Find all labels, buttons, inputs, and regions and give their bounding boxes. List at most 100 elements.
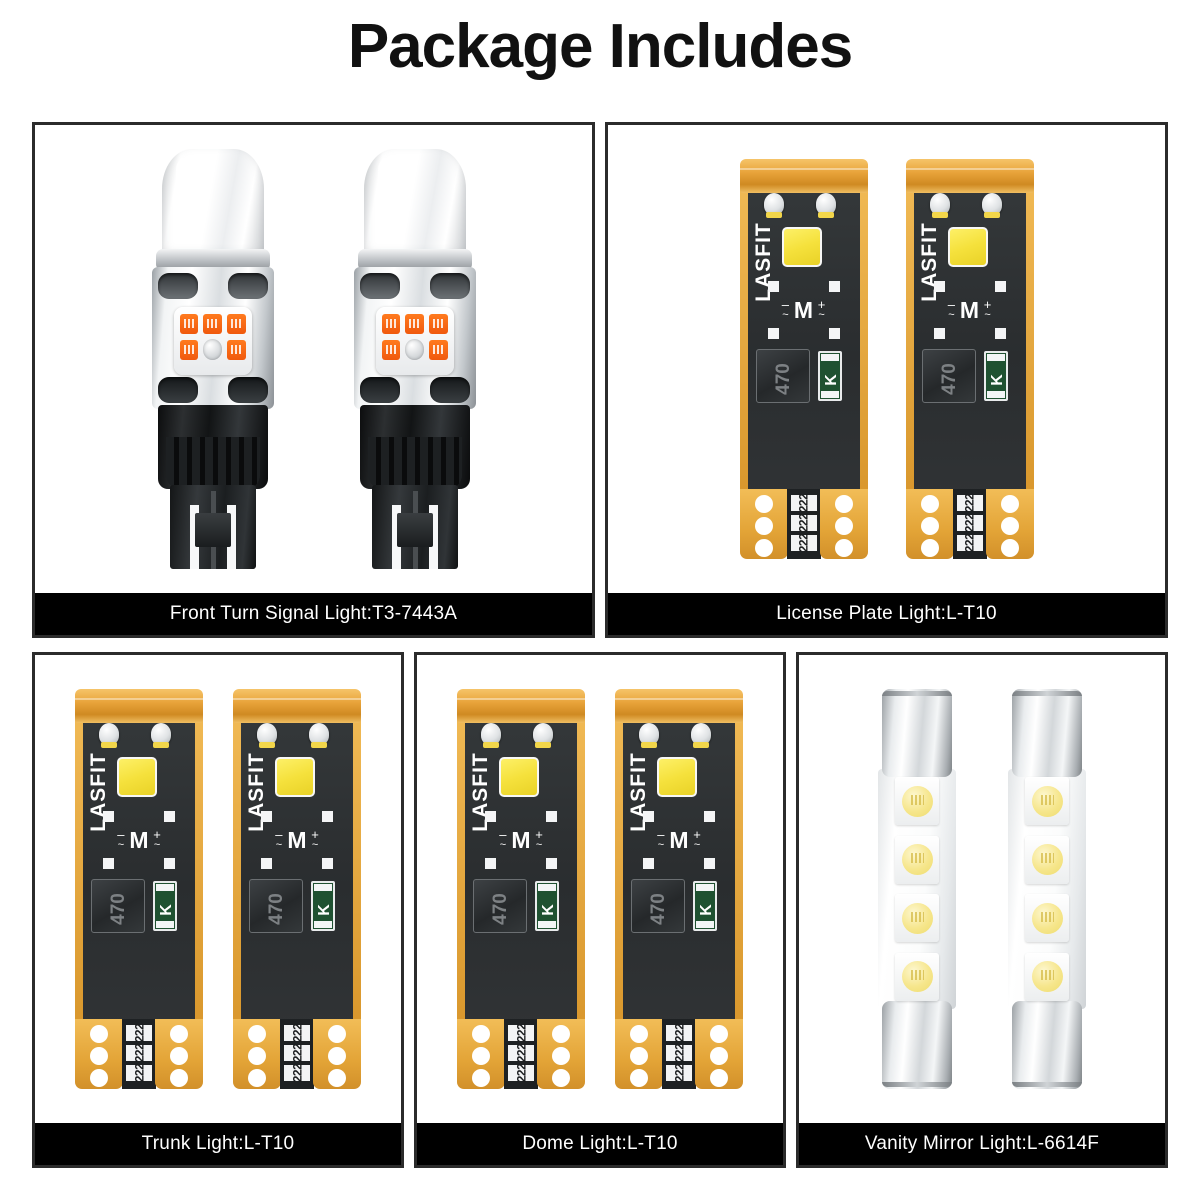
led-chip (227, 339, 246, 360)
panel-caption-license-plate: License Plate Light:L-T10 (608, 593, 1165, 635)
polarity-minus: – ~ (275, 827, 283, 851)
housing-vent-icon (157, 273, 198, 299)
inductor-470: 470 (473, 879, 527, 933)
led-phosphor-icon (1031, 844, 1063, 876)
top-led-dome (981, 193, 1002, 218)
housing-vent-icon (227, 273, 268, 299)
tab-hole (472, 1047, 490, 1065)
housing-vent-icon (429, 273, 470, 299)
resistor-222: 222 (508, 1064, 534, 1082)
solder-pad (546, 811, 557, 822)
solder-pad (643, 858, 654, 869)
tab-hole (834, 517, 853, 535)
polarity-minus: – ~ (499, 827, 507, 851)
tab-hole (472, 1069, 490, 1087)
bulb-pair-7443a (138, 149, 490, 569)
diode-k: K (693, 881, 717, 931)
solder-pad (933, 281, 945, 292)
polarity-minus: – ~ (947, 297, 956, 321)
tab-hole (630, 1047, 648, 1065)
tab-hole (834, 495, 853, 513)
top-led-dome (257, 723, 277, 748)
product-stage-vanity-mirror (799, 655, 1165, 1123)
led-phosphor-icon (901, 844, 933, 876)
led-chip (428, 314, 448, 334)
tab-hole (920, 495, 939, 513)
housing-vent-icon (359, 377, 400, 403)
smd-led (895, 835, 939, 884)
solder-pad (546, 858, 557, 869)
tab-hole (1000, 539, 1019, 557)
resistor-222: 222 (126, 1044, 152, 1062)
panel-front-turn-signal[interactable]: Front Turn Signal Light:T3-7443A (32, 122, 595, 638)
main-led-emitter (275, 757, 315, 797)
solder-pad (933, 328, 945, 339)
polarity-center-m: M (287, 826, 307, 853)
resistor-222: 222 (790, 494, 817, 512)
tab-hole (170, 1025, 188, 1043)
panel-vanity-mirror[interactable]: Vanity Mirror Light:L-6614F (796, 652, 1168, 1168)
diode-k: K (817, 351, 842, 401)
solder-pad (261, 858, 272, 869)
gold-tab-right (985, 489, 1034, 559)
wedge-slot (391, 505, 401, 569)
smd-led (1025, 835, 1069, 884)
tab-hole (328, 1025, 346, 1043)
smd-led (895, 777, 939, 825)
polarity-plus: + ~ (153, 827, 161, 851)
polarity-plus: + ~ (817, 297, 826, 321)
led-row-bottom (179, 339, 246, 360)
bulb-7443a-right (340, 149, 490, 569)
polarity-marking: – ~ M + ~ (261, 811, 333, 869)
resistor-222: 222 (666, 1064, 692, 1082)
panel-caption-dome: Dome Light:L-T10 (417, 1123, 783, 1165)
metal-cap-top (882, 689, 952, 777)
polarity-center-m: M (793, 296, 814, 323)
solder-pad (485, 858, 496, 869)
housing-vent-icon (359, 273, 400, 299)
resistor-222: 222 (126, 1024, 152, 1042)
housing-vent-icon (157, 377, 198, 403)
led-emitter-board (375, 307, 454, 375)
resistor-222: 222 (284, 1024, 310, 1042)
resistor-strip: 222 222 222 (504, 1019, 538, 1089)
top-gold-band (233, 689, 361, 723)
wedge-contact-tabs: 222 222 222 (233, 1019, 361, 1089)
housing-vent-icon (429, 377, 470, 403)
tab-hole (472, 1025, 490, 1043)
tab-hole (328, 1069, 346, 1087)
gold-tab-right (695, 1019, 743, 1089)
bulb-t10-left: LASFIT – ~ (739, 159, 868, 559)
resistor-222: 222 (790, 514, 817, 532)
wedge-plate (194, 513, 231, 547)
polarity-marking: – ~ M + ~ (767, 281, 840, 339)
panel-dome[interactable]: LASFIT – ~ (414, 652, 786, 1168)
tab-hole (920, 517, 939, 535)
wedge-plate (396, 513, 433, 547)
led-strip (895, 777, 939, 1001)
smd-led (1025, 952, 1069, 1001)
pcb-gold-edge (1024, 185, 1034, 497)
tab-hole (920, 539, 939, 557)
lens-dome (363, 149, 466, 261)
panel-trunk[interactable]: LASFIT – ~ (32, 652, 404, 1168)
resistor-222: 222 (790, 534, 817, 552)
smd-led (1025, 894, 1069, 943)
page-title: Package Includes (347, 12, 853, 81)
gold-tab-right (313, 1019, 361, 1089)
tab-hole (552, 1069, 570, 1087)
resistor-222: 222 (666, 1044, 692, 1062)
led-chip (226, 314, 246, 334)
led-phosphor-icon (1031, 902, 1063, 934)
pcb-gold-edge (233, 715, 242, 1027)
panel-license-plate[interactable]: LASFIT – ~ (605, 122, 1168, 638)
gold-tab-left (457, 1019, 505, 1089)
polarity-center-m: M (669, 826, 689, 853)
panel-caption-front-turn-signal: Front Turn Signal Light:T3-7443A (35, 593, 592, 635)
gold-tab-right (155, 1019, 203, 1089)
gold-tab-left (233, 1019, 281, 1089)
resistor-strip: 222 222 222 (280, 1019, 314, 1089)
main-led-emitter (499, 757, 539, 797)
smd-led (895, 894, 939, 943)
